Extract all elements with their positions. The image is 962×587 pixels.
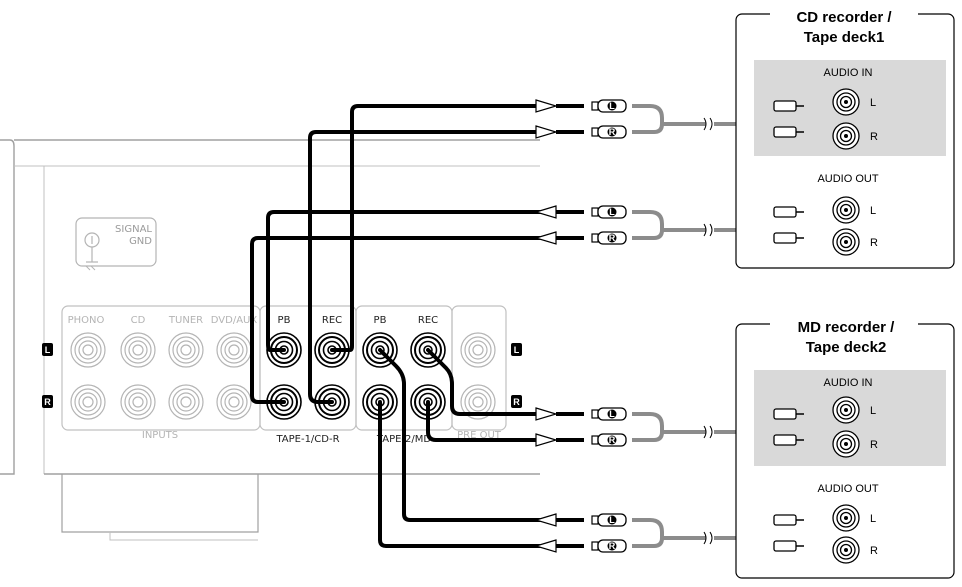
cd-audio-in-label: AUDIO IN [824,67,873,79]
phono-label: PHONO [68,315,105,326]
cd-out-l-label: L [870,205,876,217]
cd-l-jack [120,332,156,368]
amp-side-plugs: L R L R L R L R [591,99,627,553]
arrow-left-icon [533,513,557,527]
l-badge-left: L [42,343,53,356]
svg-text:R: R [513,397,520,407]
cd-label: CD [131,315,146,326]
md-title-line2: Tape deck2 [806,339,887,356]
tape2-rec-label: REC [418,315,438,326]
cd-title-line1: CD recorder / [796,9,892,26]
svg-text:L: L [609,207,615,217]
r-badge-right: R [511,395,522,408]
tape2-pb-label: PB [374,315,387,326]
cd-out-r-jack [832,228,860,256]
svg-text:L: L [609,101,615,111]
svg-text:R: R [609,435,616,445]
l-badge-right: L [511,343,522,356]
md-recorder-device: MD recorder / Tape deck2 AUDIO IN L R AU… [735,316,955,579]
svg-text:R: R [609,541,616,551]
black-cables [250,104,542,548]
svg-text:R: R [609,233,616,243]
md-in-r-jack [832,430,860,458]
amplifier-body [0,139,540,541]
r-badge-left: R [42,395,53,408]
cd-recorder-device: CD recorder / Tape deck1 AUDIO IN L R AU… [735,6,955,269]
md-in-l-label: L [870,405,876,417]
cd-r-jack [120,384,156,420]
svg-text:L: L [609,409,615,419]
md-title-line1: MD recorder / [798,319,896,336]
inputs-label: INPUTS [142,430,178,441]
svg-text:L: L [609,515,615,525]
md-out-r-label: R [870,545,878,557]
md-out-l-label: L [870,513,876,525]
tuner-label: TUNER [168,315,203,326]
gnd-label: GND [129,236,152,247]
pre-out-panel: PRE OUT [451,305,507,441]
tuner-r-jack [168,384,204,420]
arrow-left-icon [533,539,557,553]
pre-out-l-jack [460,332,496,368]
md-audio-out-label: AUDIO OUT [817,483,878,495]
dvd-aux-l-jack [216,332,252,368]
svg-text:L: L [45,345,51,355]
md-audio-in-label: AUDIO IN [824,377,873,389]
arrow-right-icon [535,125,559,139]
cd-in-l-label: L [870,97,876,109]
arrow-right-icon [535,407,559,421]
tape1-pb-label: PB [278,315,291,326]
cd-audio-out-label: AUDIO OUT [817,173,878,185]
dvd-aux-label: DVD/AUX [211,315,258,326]
svg-text:L: L [514,345,520,355]
cd-in-r-label: R [870,131,878,143]
inputs-panel: PHONO CD TUNER DVD/AUX INPUTS [61,305,261,441]
arrow-right-icon [535,99,559,113]
svg-text:R: R [609,127,616,137]
tuner-l-jack [168,332,204,368]
arrow-right-icon [535,433,559,447]
md-out-r-jack [832,536,860,564]
cd-out-l-jack [832,196,860,224]
md-in-l-jack [832,396,860,424]
tape1-label: TAPE-1/CD-R [275,434,339,445]
signal-arrows [533,99,559,553]
md-in-r-label: R [870,439,878,451]
svg-text:R: R [44,397,51,407]
arrow-left-icon [533,205,557,219]
signal-label: SIGNAL [115,224,152,235]
md-out-l-jack [832,504,860,532]
cd-in-l-jack [832,88,860,116]
arrow-left-icon [533,231,557,245]
phono-r-jack [70,384,106,420]
cd-out-r-label: R [870,237,878,249]
cd-in-r-jack [832,122,860,150]
dvd-aux-r-jack [216,384,252,420]
tape1-rec-label: REC [322,315,342,326]
cable-break-marks [703,117,713,545]
cd-title-line2: Tape deck1 [804,29,885,46]
phono-l-jack [70,332,106,368]
signal-gnd-terminal: SIGNAL GND [75,217,157,271]
pre-out-label: PRE OUT [457,430,502,441]
